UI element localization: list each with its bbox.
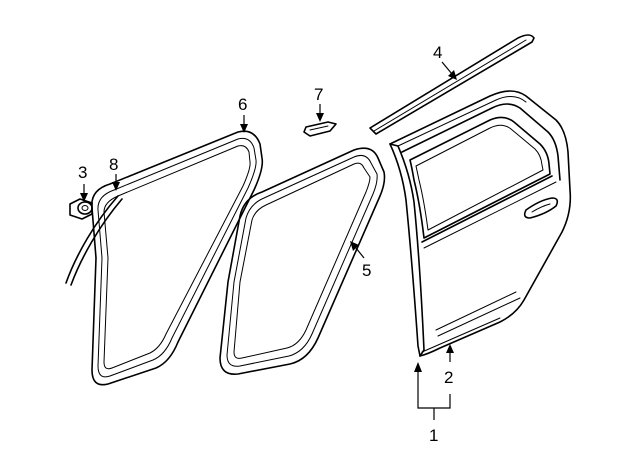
callout-7: 7	[314, 85, 323, 104]
callout-2: 2	[444, 368, 453, 387]
leader-6	[240, 115, 248, 133]
part-8-strip	[65, 195, 123, 286]
leader-3	[80, 184, 88, 202]
callout-1: 1	[429, 426, 438, 445]
leader-1	[414, 362, 451, 420]
part-4-moulding	[369, 34, 535, 135]
part-2-door	[389, 90, 572, 357]
leader-8	[112, 174, 120, 191]
callout-6: 6	[238, 95, 247, 114]
leader-2	[446, 344, 454, 362]
part-7-clip	[303, 121, 337, 137]
callout-8: 8	[109, 155, 118, 174]
part-5-weatherstrip	[219, 147, 386, 375]
callout-5: 5	[362, 261, 371, 280]
leader-7	[316, 104, 324, 122]
leader-4	[441, 61, 457, 80]
leader-5	[350, 241, 365, 259]
part-6-weatherstrip	[91, 130, 264, 386]
part-3-plug	[69, 198, 93, 220]
callout-4: 4	[433, 43, 442, 62]
callout-3: 3	[78, 163, 87, 182]
